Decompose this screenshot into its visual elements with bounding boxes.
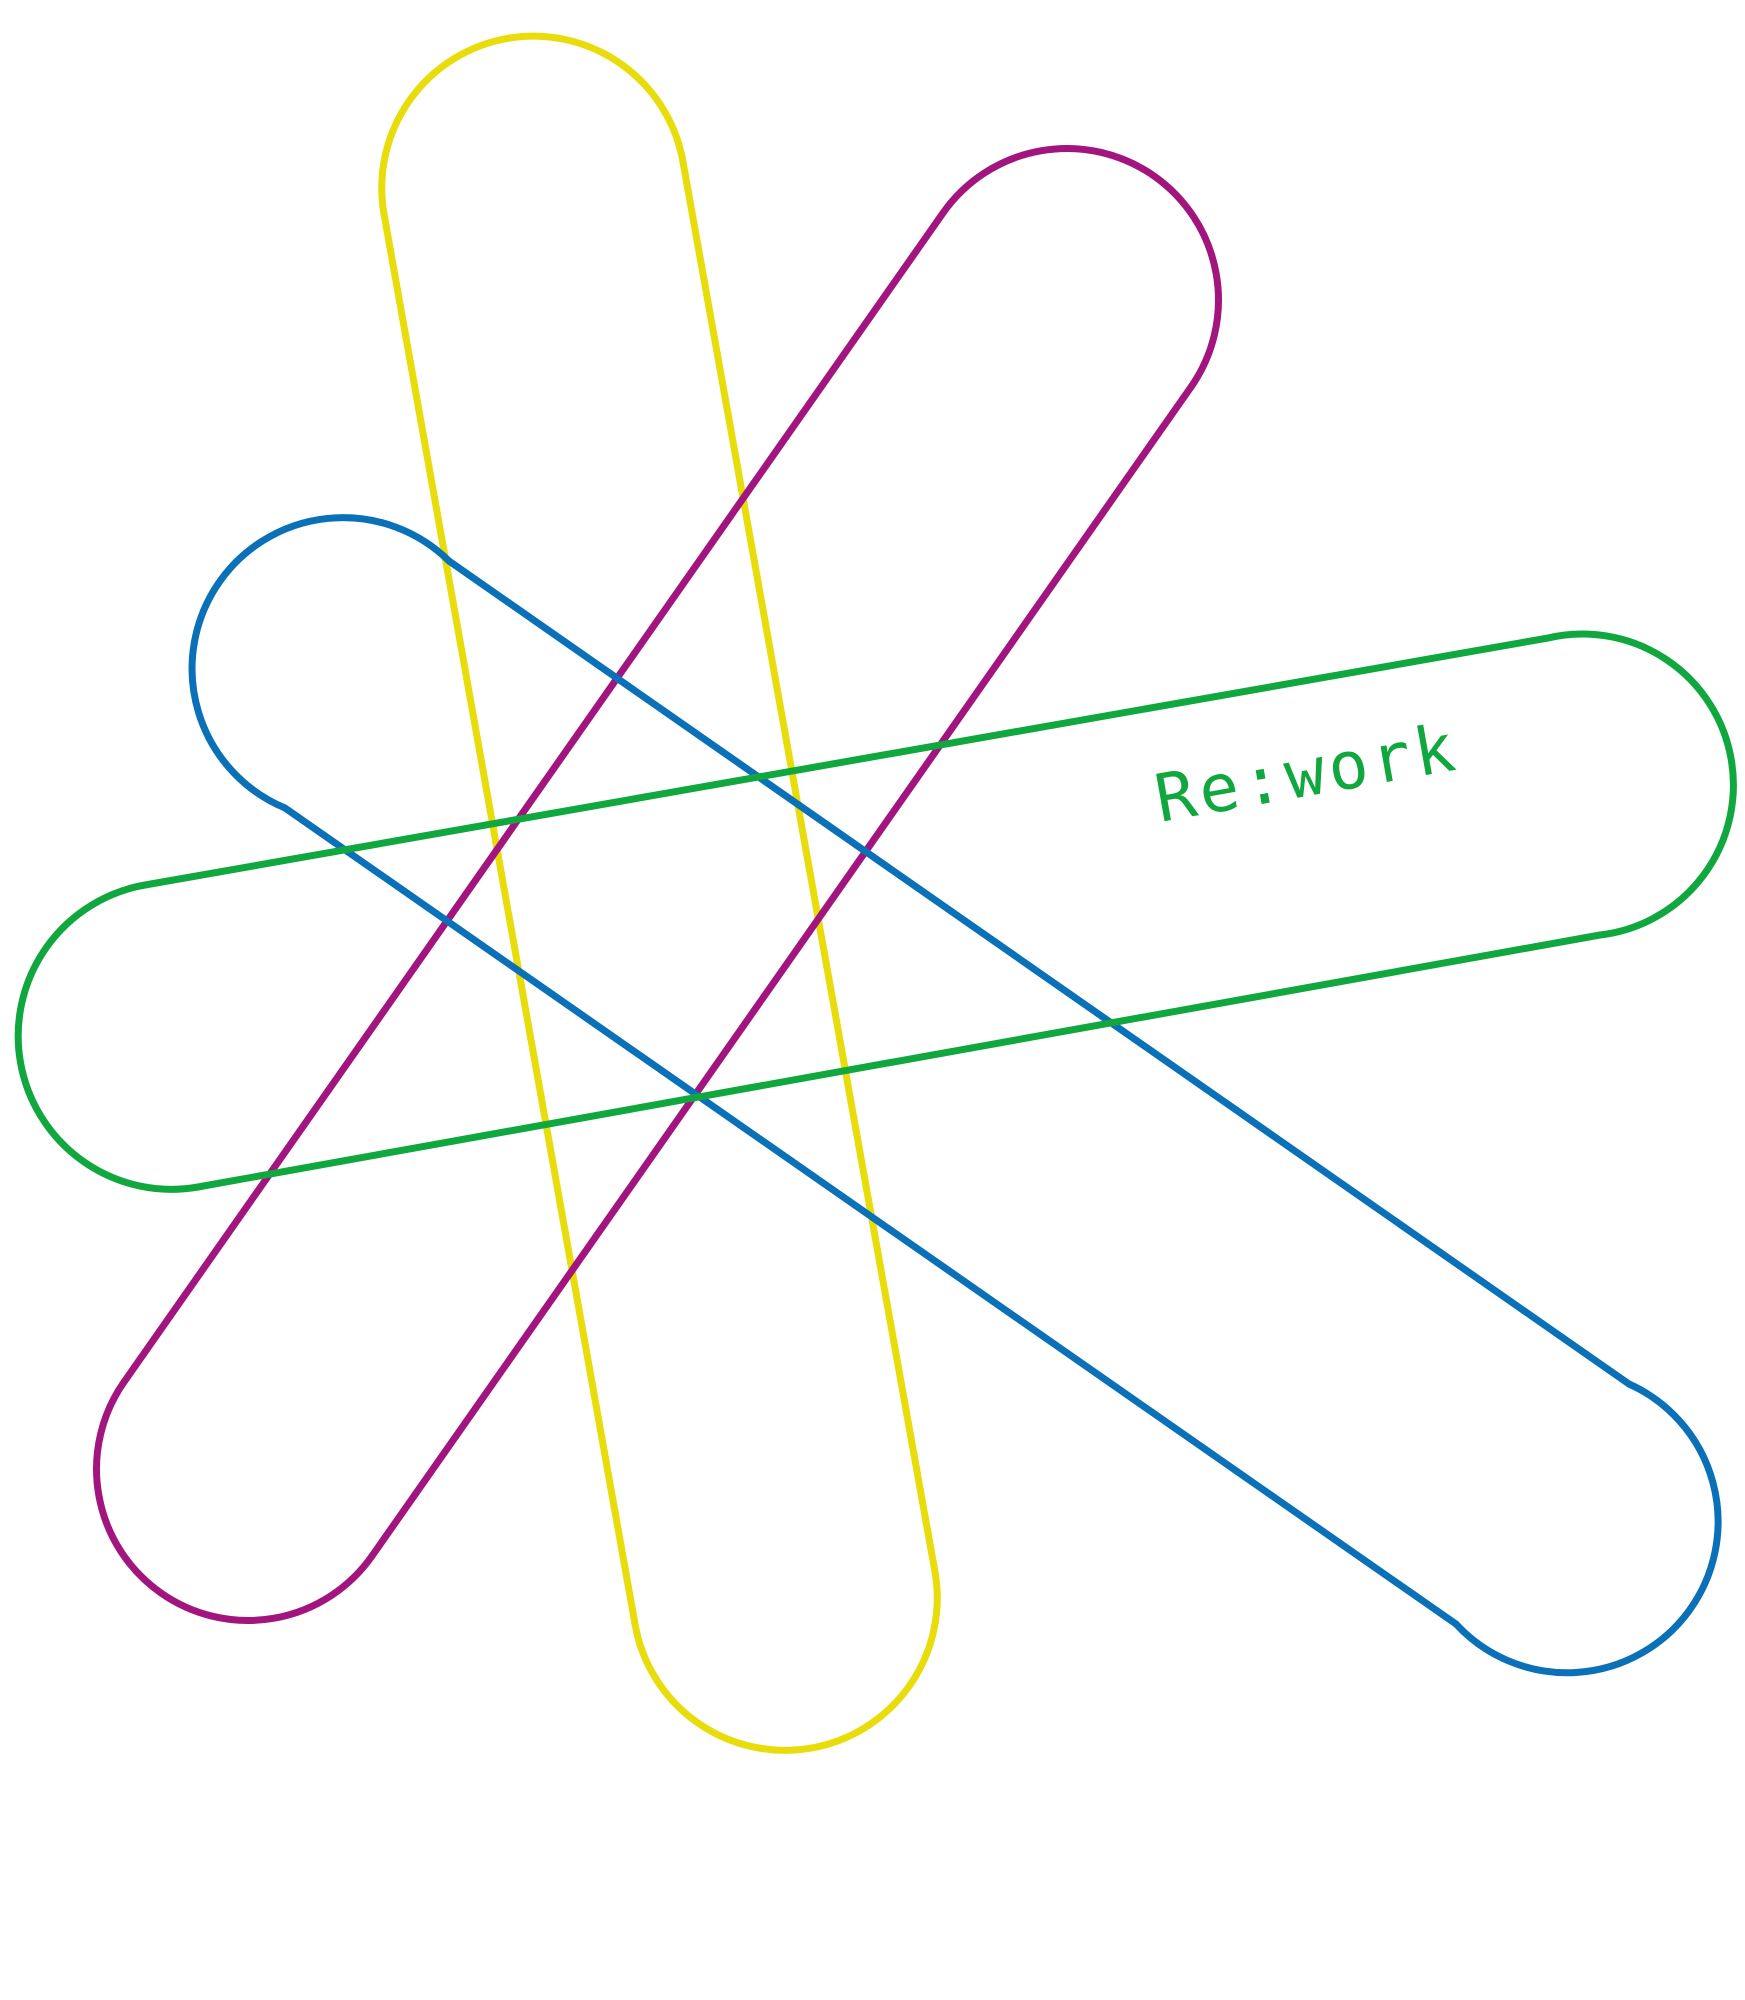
yellow-pill-outline [378, 32, 941, 1754]
green-pill-outline [14, 630, 1737, 1193]
blue-pill-outline [188, 514, 1722, 1677]
magenta-pill-outline [93, 145, 1222, 1624]
